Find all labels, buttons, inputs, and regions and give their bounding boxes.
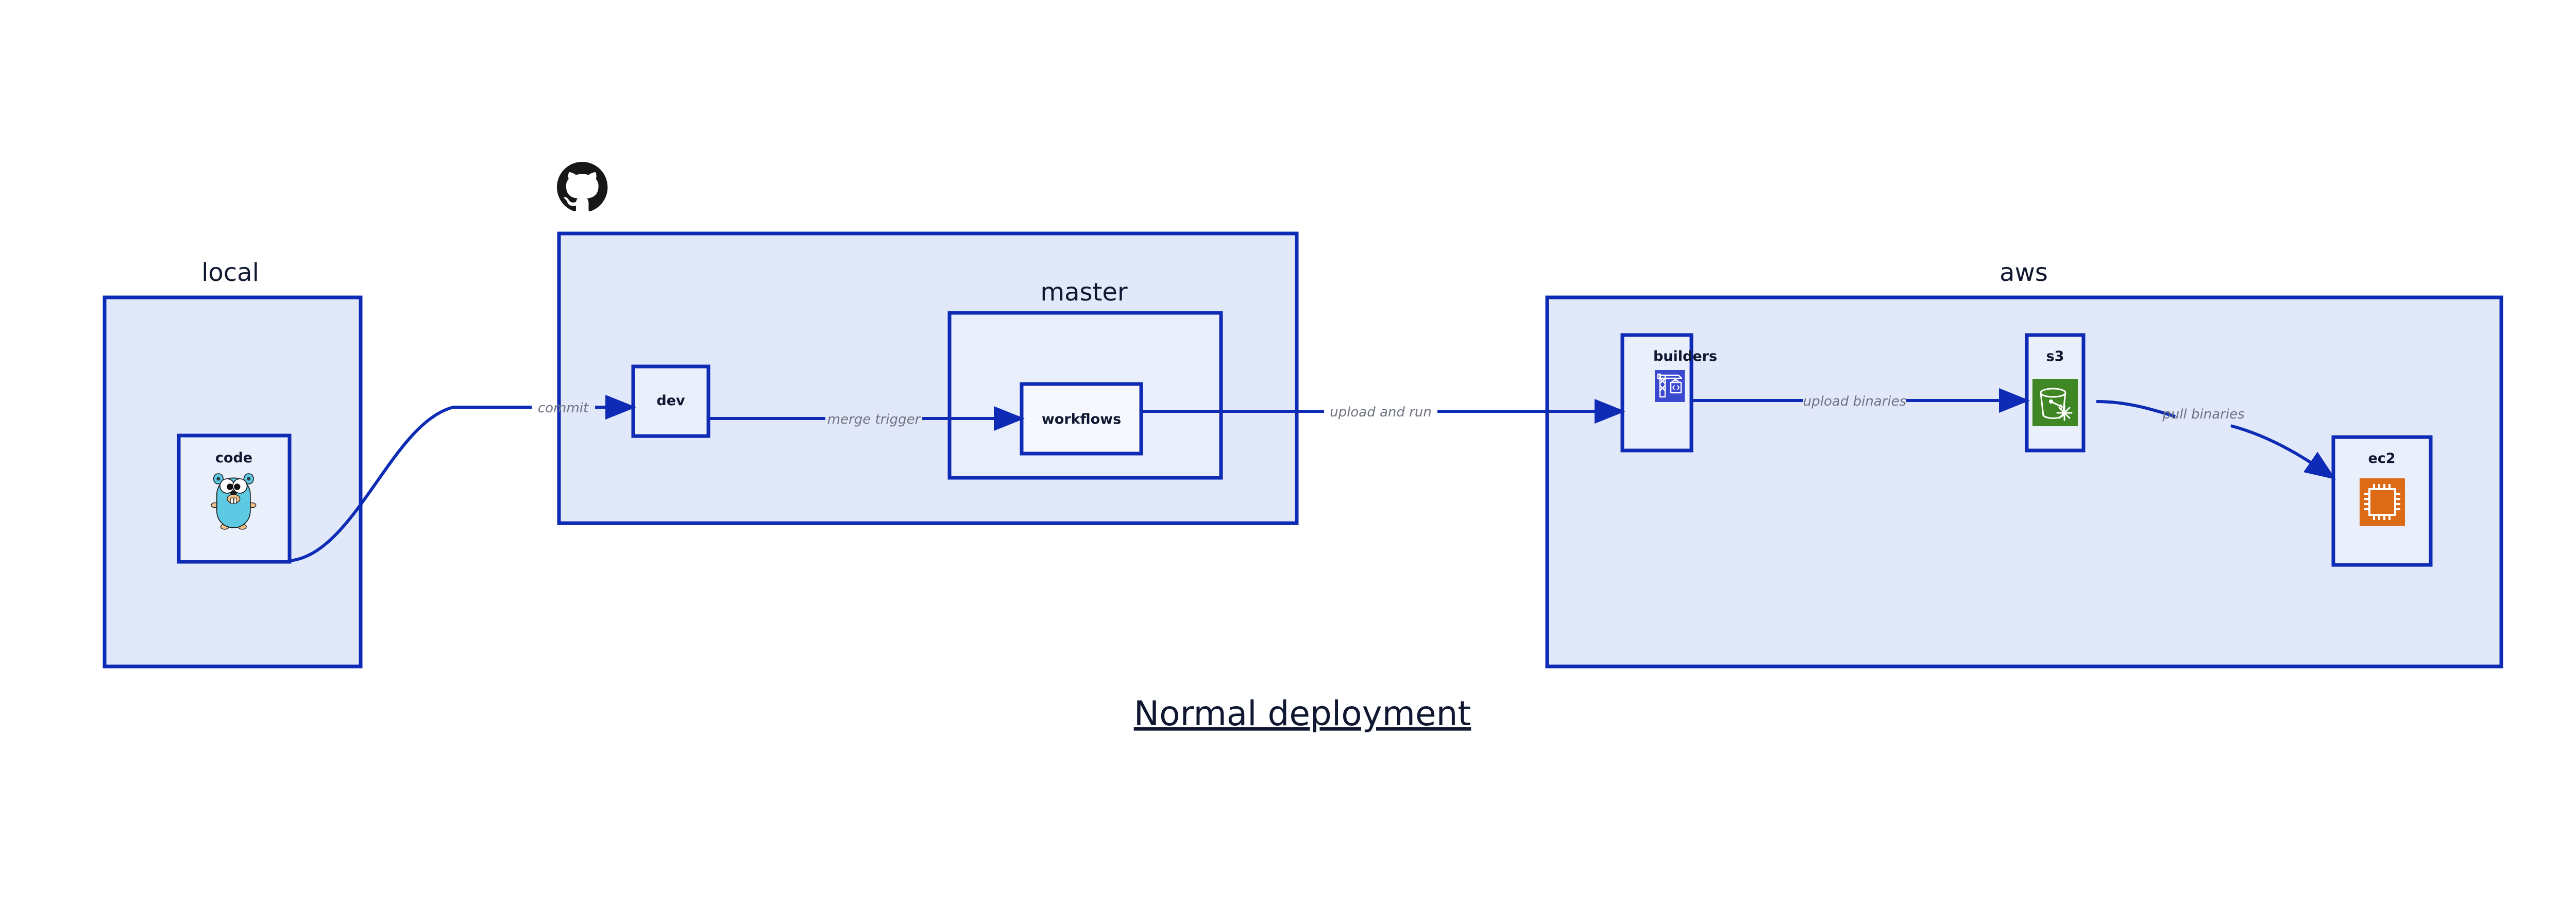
go-gopher-icon	[211, 473, 257, 530]
zone-github: github master dev workflows	[557, 162, 1299, 525]
github-octocat-icon	[557, 162, 608, 212]
edge-upload-binaries: upload binaries	[1691, 388, 2030, 413]
node-ec2-label: ec2	[2368, 450, 2395, 466]
edge-pull-binaries-path-right	[2230, 424, 2336, 480]
node-dev-label: dev	[656, 393, 685, 409]
node-workflows[interactable]: workflows	[1020, 382, 1143, 456]
node-code-label: code	[215, 450, 252, 466]
edges-layer: commit merge trigger upload and run uplo…	[289, 388, 2336, 562]
edge-commit-path-left	[289, 406, 532, 562]
zone-aws-label: aws	[1999, 258, 2048, 287]
s3-bucket-icon	[2032, 379, 2078, 426]
zone-local: local code	[103, 258, 363, 669]
crane-code-icon	[1655, 370, 1685, 402]
subzone-master-box	[947, 311, 1223, 480]
node-s3-label: s3	[2046, 348, 2064, 364]
diagram-title: Normal deployment	[1134, 694, 1471, 733]
zone-aws: aws builders	[1545, 258, 2503, 669]
edge-merge-trigger-label: merge trigger	[827, 412, 922, 427]
edge-upload-binaries-label: upload binaries	[1803, 394, 1906, 409]
edge-merge-trigger: merge trigger	[708, 406, 1025, 431]
node-ec2[interactable]: ec2	[2331, 435, 2433, 567]
node-builders[interactable]: builders	[1620, 333, 1717, 453]
edge-upload-and-run-label: upload and run	[1330, 405, 1432, 420]
edge-upload-and-run: upload and run	[1141, 399, 1625, 424]
node-s3[interactable]: s3	[2025, 333, 2086, 453]
node-workflows-label: workflows	[1042, 411, 1121, 427]
edge-pull-binaries-path-left	[2096, 400, 2176, 418]
edge-commit: commit	[289, 395, 636, 562]
ec2-chip-icon	[2360, 478, 2405, 526]
node-builders-label: builders	[1653, 348, 1717, 364]
edge-commit-label: commit	[538, 400, 589, 416]
zone-local-label: local	[201, 258, 259, 287]
edge-pull-binaries-label: pull binaries	[2162, 407, 2244, 422]
subzone-master: master	[947, 278, 1223, 480]
node-code[interactable]: code	[177, 433, 292, 564]
node-dev[interactable]: dev	[631, 364, 710, 438]
edge-pull-binaries: pull binaries	[2096, 400, 2336, 480]
subzone-master-label: master	[1040, 278, 1128, 307]
